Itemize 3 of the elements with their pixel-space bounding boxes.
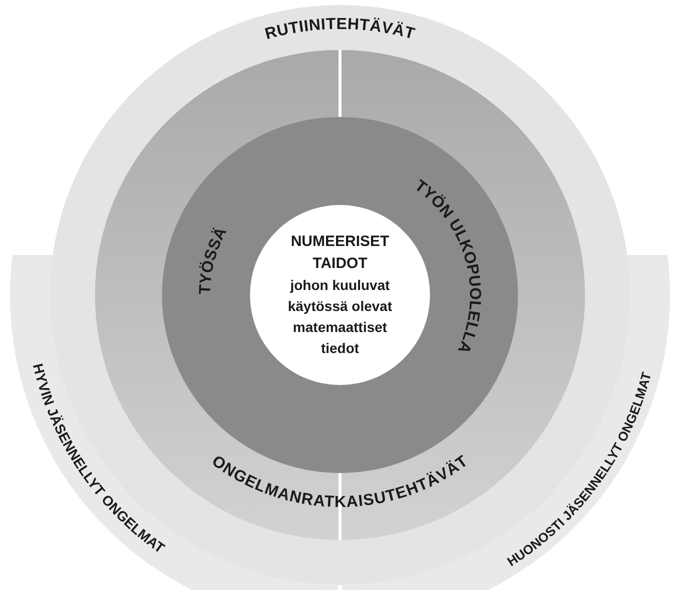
ring-label: RUTIINITEHTÄVÄT xyxy=(263,16,417,44)
description-text: johon kuuluvat käytössä olevat matemaattiset tiedot xyxy=(286,276,394,358)
heading-text: NUMEERISET TAIDOT xyxy=(290,232,390,274)
